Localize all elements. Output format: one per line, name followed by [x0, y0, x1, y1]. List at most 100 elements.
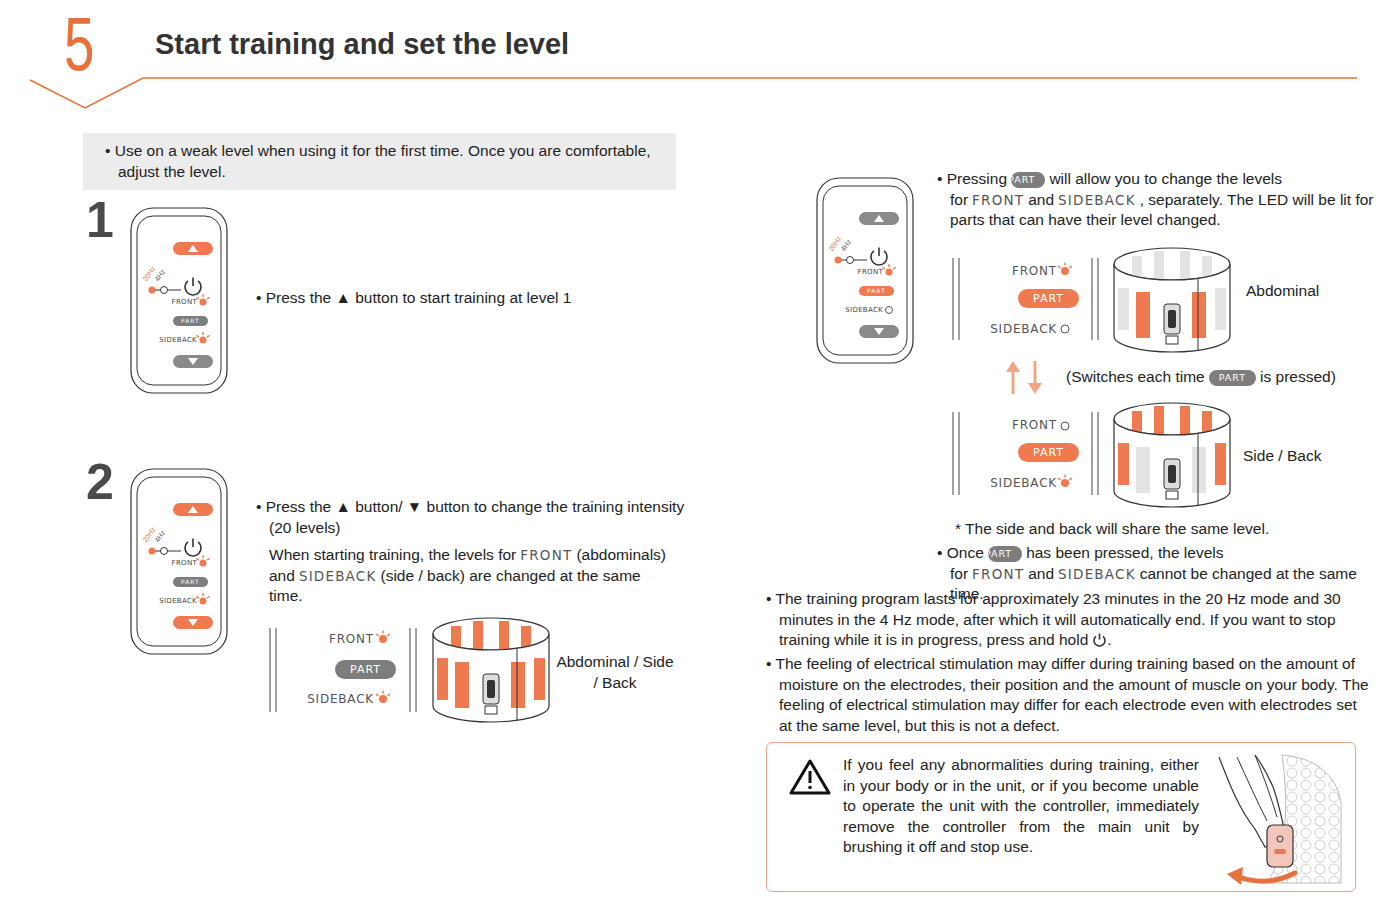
- down-arrow: [1034, 361, 1037, 385]
- part-label: FRONT: [172, 559, 197, 568]
- led-on: [1061, 479, 1069, 487]
- front-pad: [1136, 292, 1150, 338]
- part-button: PART: [173, 577, 208, 587]
- led-ray: [388, 634, 390, 636]
- belt-controller: [483, 674, 499, 704]
- led-ray: [207, 335, 209, 337]
- front-pad: [1215, 288, 1226, 330]
- warning-box: If you feel any abnormalities during tra…: [766, 742, 1356, 892]
- front-pad: [511, 662, 525, 708]
- part-label: SIDEBACK: [307, 692, 374, 707]
- node-text: PART: [1219, 372, 1246, 383]
- controller-button: [1274, 849, 1286, 854]
- belt-illustration: [1114, 403, 1230, 507]
- part-button: PART: [173, 316, 208, 326]
- belt-seam: [1198, 279, 1199, 351]
- power-icon: [878, 248, 880, 257]
- belt-label: Abdominal / Side / Back: [556, 652, 674, 693]
- part-name: FRONT: [972, 192, 1024, 208]
- controller-body: [131, 208, 227, 393]
- up-triangle: [188, 506, 198, 513]
- part-button: PART: [335, 660, 396, 679]
- part-button: PART: [1018, 443, 1079, 462]
- belt-illustration: [1114, 248, 1230, 352]
- step-number: 2: [86, 455, 114, 509]
- part-label: SIDEBACK: [990, 322, 1057, 337]
- paragraph: • The training program lasts for approxi…: [766, 589, 1371, 651]
- belt-label: Side / Back: [1243, 446, 1321, 467]
- down-button: [173, 355, 213, 368]
- text-segment: and: [1028, 191, 1054, 208]
- led-ray: [207, 596, 209, 598]
- led-on: [200, 299, 207, 306]
- led-ray: [376, 694, 378, 696]
- text-segment: When starting training, the levels for: [269, 546, 516, 563]
- note-box: • Use on a weak level when using it for …: [83, 133, 676, 190]
- controller-body: [817, 178, 913, 363]
- front-pad: [437, 658, 448, 700]
- led-off: [1061, 325, 1069, 333]
- text-segment: (Switches each time: [1066, 368, 1205, 385]
- led-ray: [1058, 266, 1060, 268]
- warning-mark: [808, 786, 812, 790]
- node-text: PART: [350, 663, 381, 676]
- belt-front: [433, 634, 549, 722]
- belt-seam: [1198, 434, 1199, 506]
- led-on: [200, 337, 207, 344]
- divider: [959, 258, 960, 340]
- divider: [953, 258, 954, 340]
- belt-clip: [1166, 491, 1178, 499]
- divider: [410, 628, 411, 712]
- back-pad: [499, 621, 509, 651]
- node-text: PART: [867, 287, 886, 294]
- back-pad: [1180, 406, 1190, 436]
- arrow-head: [1006, 361, 1020, 372]
- text-segment: and: [1028, 565, 1054, 582]
- divider: [270, 628, 271, 712]
- part-button: PART: [1209, 370, 1256, 386]
- instruction: • Press the ▲ button to start training a…: [256, 288, 571, 309]
- instruction: • Press the ▲ button/ ▼ button to change…: [256, 497, 694, 538]
- text-segment: is pressed): [1260, 368, 1336, 385]
- part-label: SIDEBACK: [845, 306, 883, 315]
- up-triangle: [188, 245, 198, 252]
- divider: [1098, 412, 1099, 495]
- warning-mark: [809, 771, 812, 783]
- warning-triangle: [791, 761, 829, 793]
- remove-arrow: [1239, 873, 1295, 881]
- led-on: [1061, 267, 1069, 275]
- controller-body: [131, 469, 227, 654]
- paragraph: • PressingPARTwill allow you to change t…: [937, 169, 1382, 231]
- front-pad: [1118, 288, 1129, 330]
- led-on: [379, 695, 387, 703]
- power-icon: [1099, 634, 1101, 640]
- footnote: * The side and back will share the same …: [955, 519, 1269, 540]
- belt-controller-face: [1168, 465, 1176, 483]
- power-icon: [1092, 632, 1107, 647]
- back-pad: [1180, 251, 1190, 281]
- led-ray: [888, 264, 889, 267]
- led-on: [200, 598, 207, 605]
- front-pad: [1192, 292, 1206, 338]
- belt-clip: [485, 706, 497, 714]
- header-rule: [30, 78, 1357, 108]
- belt-controller-face: [487, 680, 495, 698]
- divider: [953, 412, 954, 495]
- led-ray: [388, 694, 390, 696]
- divider: [1092, 412, 1093, 495]
- led-ray: [207, 558, 209, 560]
- switch-arrows: [1006, 361, 1042, 394]
- text-segment: • Pressing: [937, 170, 1007, 187]
- node-text: PART: [985, 548, 1012, 559]
- text-segment: • Once: [937, 544, 984, 561]
- part-button: PART: [859, 286, 894, 296]
- belt-controller: [1164, 304, 1180, 334]
- down-triangle: [874, 328, 884, 335]
- node-text: PART: [1008, 174, 1035, 185]
- power-icon: [192, 539, 194, 548]
- mode-led: [149, 548, 156, 555]
- controller: [1267, 825, 1293, 867]
- led-ray: [1058, 478, 1060, 480]
- controller-button: [1277, 836, 1283, 842]
